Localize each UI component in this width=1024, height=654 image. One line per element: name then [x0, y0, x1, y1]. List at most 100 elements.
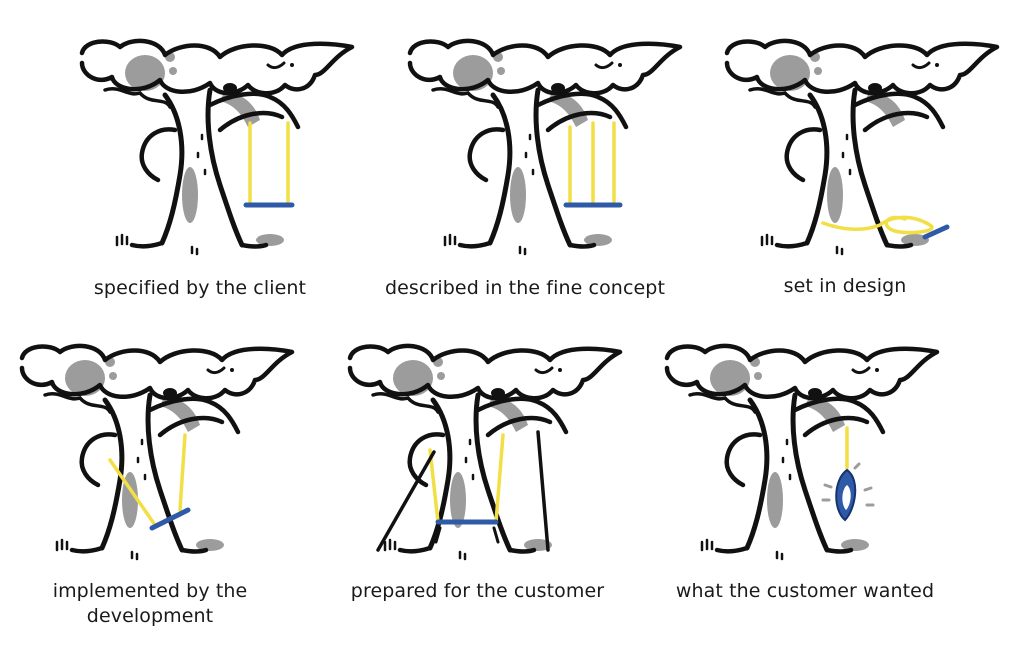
canopy-outline — [19, 343, 295, 401]
bark-marks — [524, 133, 535, 176]
ground-shadow — [524, 539, 552, 551]
ground-line — [397, 545, 537, 554]
tree-branch — [792, 396, 886, 438]
bark-marks — [196, 133, 207, 176]
tree-branch — [79, 432, 118, 488]
canopy-detail — [290, 63, 294, 67]
tree-swing-illustration — [79, 38, 355, 256]
canopy-dot — [814, 67, 822, 75]
canopy-detail — [875, 368, 879, 372]
tree-branch — [207, 91, 301, 133]
canopy-shadow — [710, 360, 750, 396]
tree-knot — [491, 388, 505, 398]
canopy-detail — [748, 87, 817, 109]
tire-hole — [842, 485, 851, 510]
canopy-dot — [437, 372, 445, 380]
canopy-outline — [347, 343, 623, 401]
canopy-detail — [43, 392, 112, 414]
trunk-shadow — [450, 472, 466, 528]
tree-branch — [784, 127, 823, 183]
caption-2: described in the fine concept — [384, 277, 665, 299]
swing-rope — [108, 458, 157, 527]
panel-specified-by-client — [70, 35, 370, 335]
support-pole — [376, 430, 550, 552]
tree-swing-illustration — [19, 343, 295, 561]
canopy-shadow — [453, 55, 493, 91]
caption-5: prepared for the customer — [350, 580, 605, 602]
tree-trunk — [804, 87, 890, 248]
bark-marks — [136, 438, 147, 481]
ground-shadow — [841, 539, 869, 551]
canopy-detail — [594, 61, 614, 70]
canopy-detail — [230, 368, 234, 372]
tree-swing-illustration — [724, 38, 1000, 256]
tree-knot — [223, 83, 237, 93]
trunk-shadow — [767, 472, 783, 528]
swing-rope — [428, 448, 440, 524]
grass-tufts — [55, 538, 139, 561]
tree-knot — [551, 83, 565, 93]
canopy-shadow — [125, 55, 165, 91]
motion-marks — [821, 462, 875, 507]
ground-shadow — [901, 234, 929, 246]
tree-branch — [724, 432, 763, 488]
canopy-detail — [206, 366, 226, 375]
canopy-shadow — [393, 360, 433, 396]
canopy-detail — [371, 392, 440, 414]
canopy-dot — [169, 67, 177, 75]
tree-branch — [475, 396, 569, 438]
tree-trunk — [99, 392, 185, 553]
tree-trunk — [427, 392, 513, 553]
caption-3: set in design — [783, 275, 907, 297]
canopy-detail — [851, 366, 871, 375]
ground-line — [129, 240, 269, 249]
swing-seat — [922, 224, 950, 240]
grass-tufts — [115, 233, 199, 256]
ground-shadow — [584, 234, 612, 246]
canopy-shadow — [770, 55, 810, 91]
ground-shadow — [256, 234, 284, 246]
canopy-outline — [724, 38, 1000, 96]
canopy-dot — [109, 372, 117, 380]
tree-knot — [868, 83, 882, 93]
panel-what-customer-wanted — [655, 340, 955, 640]
caption-6: what the customer wanted — [675, 580, 935, 602]
panel-implemented-by-development — [10, 340, 310, 640]
canopy-shadow — [65, 360, 105, 396]
tree-branch — [467, 127, 506, 183]
tree-branch — [535, 91, 629, 133]
canopy-detail — [266, 61, 286, 70]
bark-marks — [781, 438, 792, 481]
tree-swing-illustration — [347, 343, 623, 561]
canopy-outline — [79, 38, 355, 96]
caption-1: specified by the client — [93, 277, 307, 299]
tree-branch — [147, 396, 241, 438]
canopy-detail — [935, 63, 939, 67]
ground-line — [774, 240, 914, 249]
trunk-shadow — [827, 167, 843, 223]
canopy-detail — [534, 366, 554, 375]
tree-trunk — [744, 392, 830, 553]
grass-tufts — [700, 538, 784, 561]
canopy-detail — [618, 63, 622, 67]
bark-marks — [841, 133, 852, 176]
canopy-detail — [103, 87, 172, 109]
grass-tufts — [443, 233, 527, 256]
ground-shadow — [196, 539, 224, 551]
swing-rope — [178, 433, 187, 512]
panel-set-in-design — [715, 35, 1015, 335]
seat-legs — [434, 526, 500, 544]
tree-swing-illustration — [664, 343, 940, 561]
canopy-dot — [754, 372, 762, 380]
canopy-outline — [664, 343, 940, 401]
trunk-shadow — [182, 167, 198, 223]
tree-trunk — [487, 87, 573, 248]
tree-trunk — [159, 87, 245, 248]
canopy-outline — [407, 38, 683, 96]
swing-rope — [821, 215, 934, 235]
grass-tufts — [760, 233, 844, 256]
tree-knot — [808, 388, 822, 398]
caption-4: implemented by the development — [52, 580, 248, 627]
bark-marks — [464, 438, 475, 481]
tree-swing-illustration — [407, 38, 683, 256]
